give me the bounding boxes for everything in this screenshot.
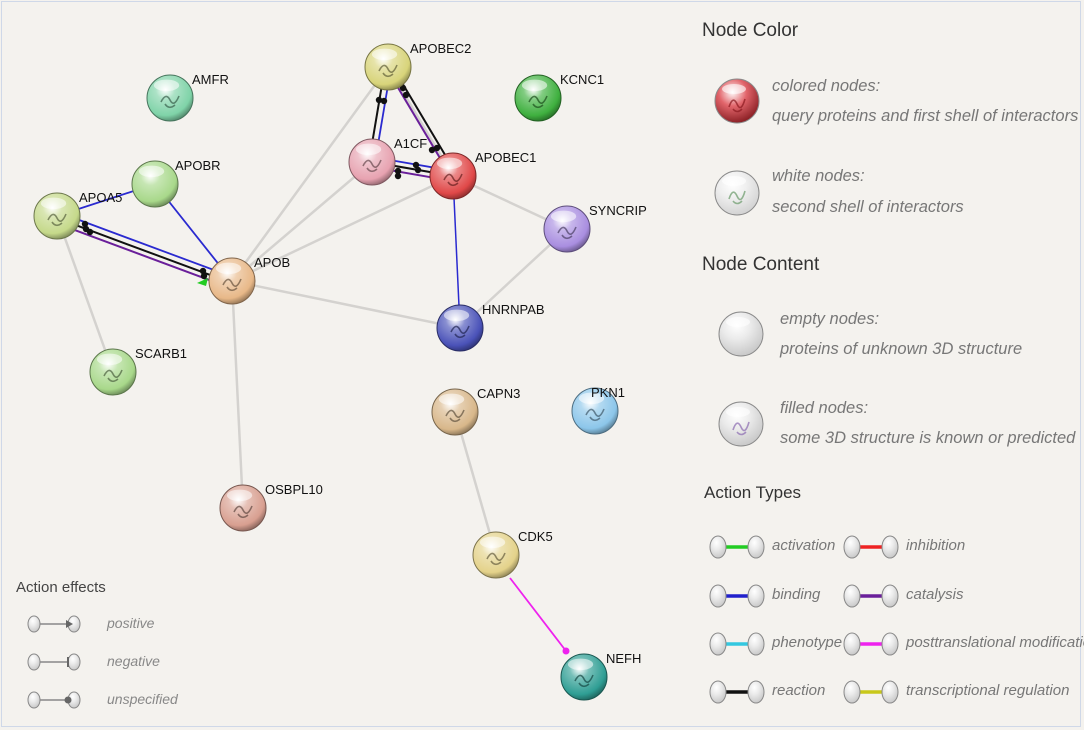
protein-node-kcnc1[interactable] — [514, 74, 562, 122]
legend-empty-head: empty nodes: — [780, 310, 880, 328]
edge-effect-dot — [375, 96, 383, 104]
action-type-label-binding: binding — [772, 586, 821, 603]
edge-apobec2-apob — [230, 66, 390, 282]
edge-apobec1-hnrnpab-binding — [452, 175, 461, 329]
legend-action-types-title: Action Types — [704, 483, 802, 502]
legend-node-color-title: Node Color — [702, 20, 799, 41]
protein-node-hnrnpab[interactable] — [436, 304, 484, 352]
action-effect-label-unspecified: unspecified — [107, 691, 178, 707]
edge-effect-dot — [402, 91, 410, 99]
legend-filled-desc: some 3D structure is known or predicted — [780, 429, 1076, 447]
protein-node-pkn1[interactable] — [571, 387, 619, 435]
edge-effect-dot — [433, 144, 441, 152]
protein-node-apoa5[interactable] — [33, 192, 81, 240]
legend-colored-desc: query proteins and first shell of intera… — [772, 107, 1079, 125]
edge-effect-dot — [86, 228, 94, 236]
action-type-label-inhibition: inhibition — [906, 537, 966, 554]
edge-effect-dot — [394, 167, 402, 175]
node-label-nefh: NEFH — [606, 651, 642, 666]
action-type-label-activation: activation — [772, 537, 836, 554]
action-type-label-posttranslational-modification: posttranslational modification — [906, 634, 1084, 651]
legend-colored-head: colored nodes: — [772, 77, 881, 95]
node-label-apobec2: APOBEC2 — [410, 41, 472, 56]
edge-effect-dot — [380, 97, 388, 105]
edge-effect-dot — [394, 172, 402, 180]
node-label-cdk5: CDK5 — [518, 529, 553, 544]
edge-effect-dot — [412, 161, 420, 169]
edge-apob-osbpl10 — [230, 280, 245, 509]
edge-effect-dot — [414, 166, 422, 174]
nodes-layer — [33, 43, 619, 701]
protein-node-apobr[interactable] — [131, 160, 179, 208]
protein-node-capn3[interactable] — [431, 388, 479, 436]
edge-effect-dot — [199, 267, 207, 275]
node-label-kcnc1: KCNC1 — [560, 72, 605, 87]
node-label-capn3: CAPN3 — [477, 386, 521, 401]
edge-a1cf-apob — [231, 161, 373, 282]
edge-cdk5-nefh-ptm — [509, 577, 567, 652]
protein-node-cdk5[interactable] — [472, 531, 520, 579]
node-label-apobr: APOBR — [175, 158, 221, 173]
action-effect-label-negative: negative — [107, 653, 160, 669]
protein-node-apob[interactable] — [208, 257, 256, 305]
protein-node-syncrip[interactable] — [543, 205, 591, 253]
action-type-label-phenotype: phenotype — [772, 634, 843, 651]
edge-apoa5-scarb1 — [55, 215, 115, 373]
edge-apob-hnrnpab — [231, 279, 461, 330]
action-type-label-transcriptional-regulation: transcriptional regulation — [906, 682, 1070, 699]
node-label-amfr: AMFR — [192, 72, 229, 87]
node-label-apob: APOB — [254, 255, 291, 270]
action-effects-title: Action effects — [16, 579, 106, 596]
edge-arrow-positive — [197, 278, 208, 286]
protein-node-osbpl10[interactable] — [219, 484, 267, 532]
protein-node-nefh[interactable] — [560, 653, 608, 701]
edge-effect-dot — [81, 220, 89, 228]
edge-effect-dot — [562, 647, 570, 655]
action-type-label-reaction: reaction — [772, 682, 826, 699]
legend-white-head: white nodes: — [772, 167, 865, 185]
node-label-pkn1: PKN1 — [591, 385, 625, 400]
edge-effect-dot — [200, 272, 208, 280]
protein-node-apobec1[interactable] — [429, 152, 477, 200]
protein-node-amfr[interactable] — [146, 74, 194, 122]
legend-white-desc: second shell of interactors — [772, 198, 964, 216]
node-label-syncrip: SYNCRIP — [589, 203, 647, 218]
action-effect-label-positive: positive — [107, 615, 155, 631]
edge-capn3-cdk5 — [453, 411, 498, 556]
action-type-label-catalysis: catalysis — [906, 586, 964, 603]
edge-apobec1-apob — [231, 174, 454, 283]
edge-apoa5-apob-catalysis — [54, 221, 230, 289]
edge-syncrip-hnrnpab — [459, 228, 568, 329]
protein-node-a1cf[interactable] — [348, 138, 396, 186]
protein-node-apobec2[interactable] — [364, 43, 412, 91]
node-label-scarb1: SCARB1 — [135, 346, 188, 361]
edge-effect-dot — [399, 84, 407, 92]
legend-filled-head: filled nodes: — [780, 399, 869, 417]
legend-empty-desc: proteins of unknown 3D structure — [780, 340, 1023, 358]
node-label-hnrnpab: HNRNPAB — [482, 302, 545, 317]
edge-effect-dot — [428, 146, 436, 154]
node-label-osbpl10: OSBPL10 — [265, 482, 323, 497]
protein-node-scarb1[interactable] — [89, 348, 137, 396]
node-label-apoa5: APOA5 — [79, 190, 123, 205]
legend-node-content-title: Node Content — [702, 254, 820, 275]
node-label-apobec1: APOBEC1 — [475, 150, 537, 165]
node-label-a1cf: A1CF — [394, 136, 428, 151]
